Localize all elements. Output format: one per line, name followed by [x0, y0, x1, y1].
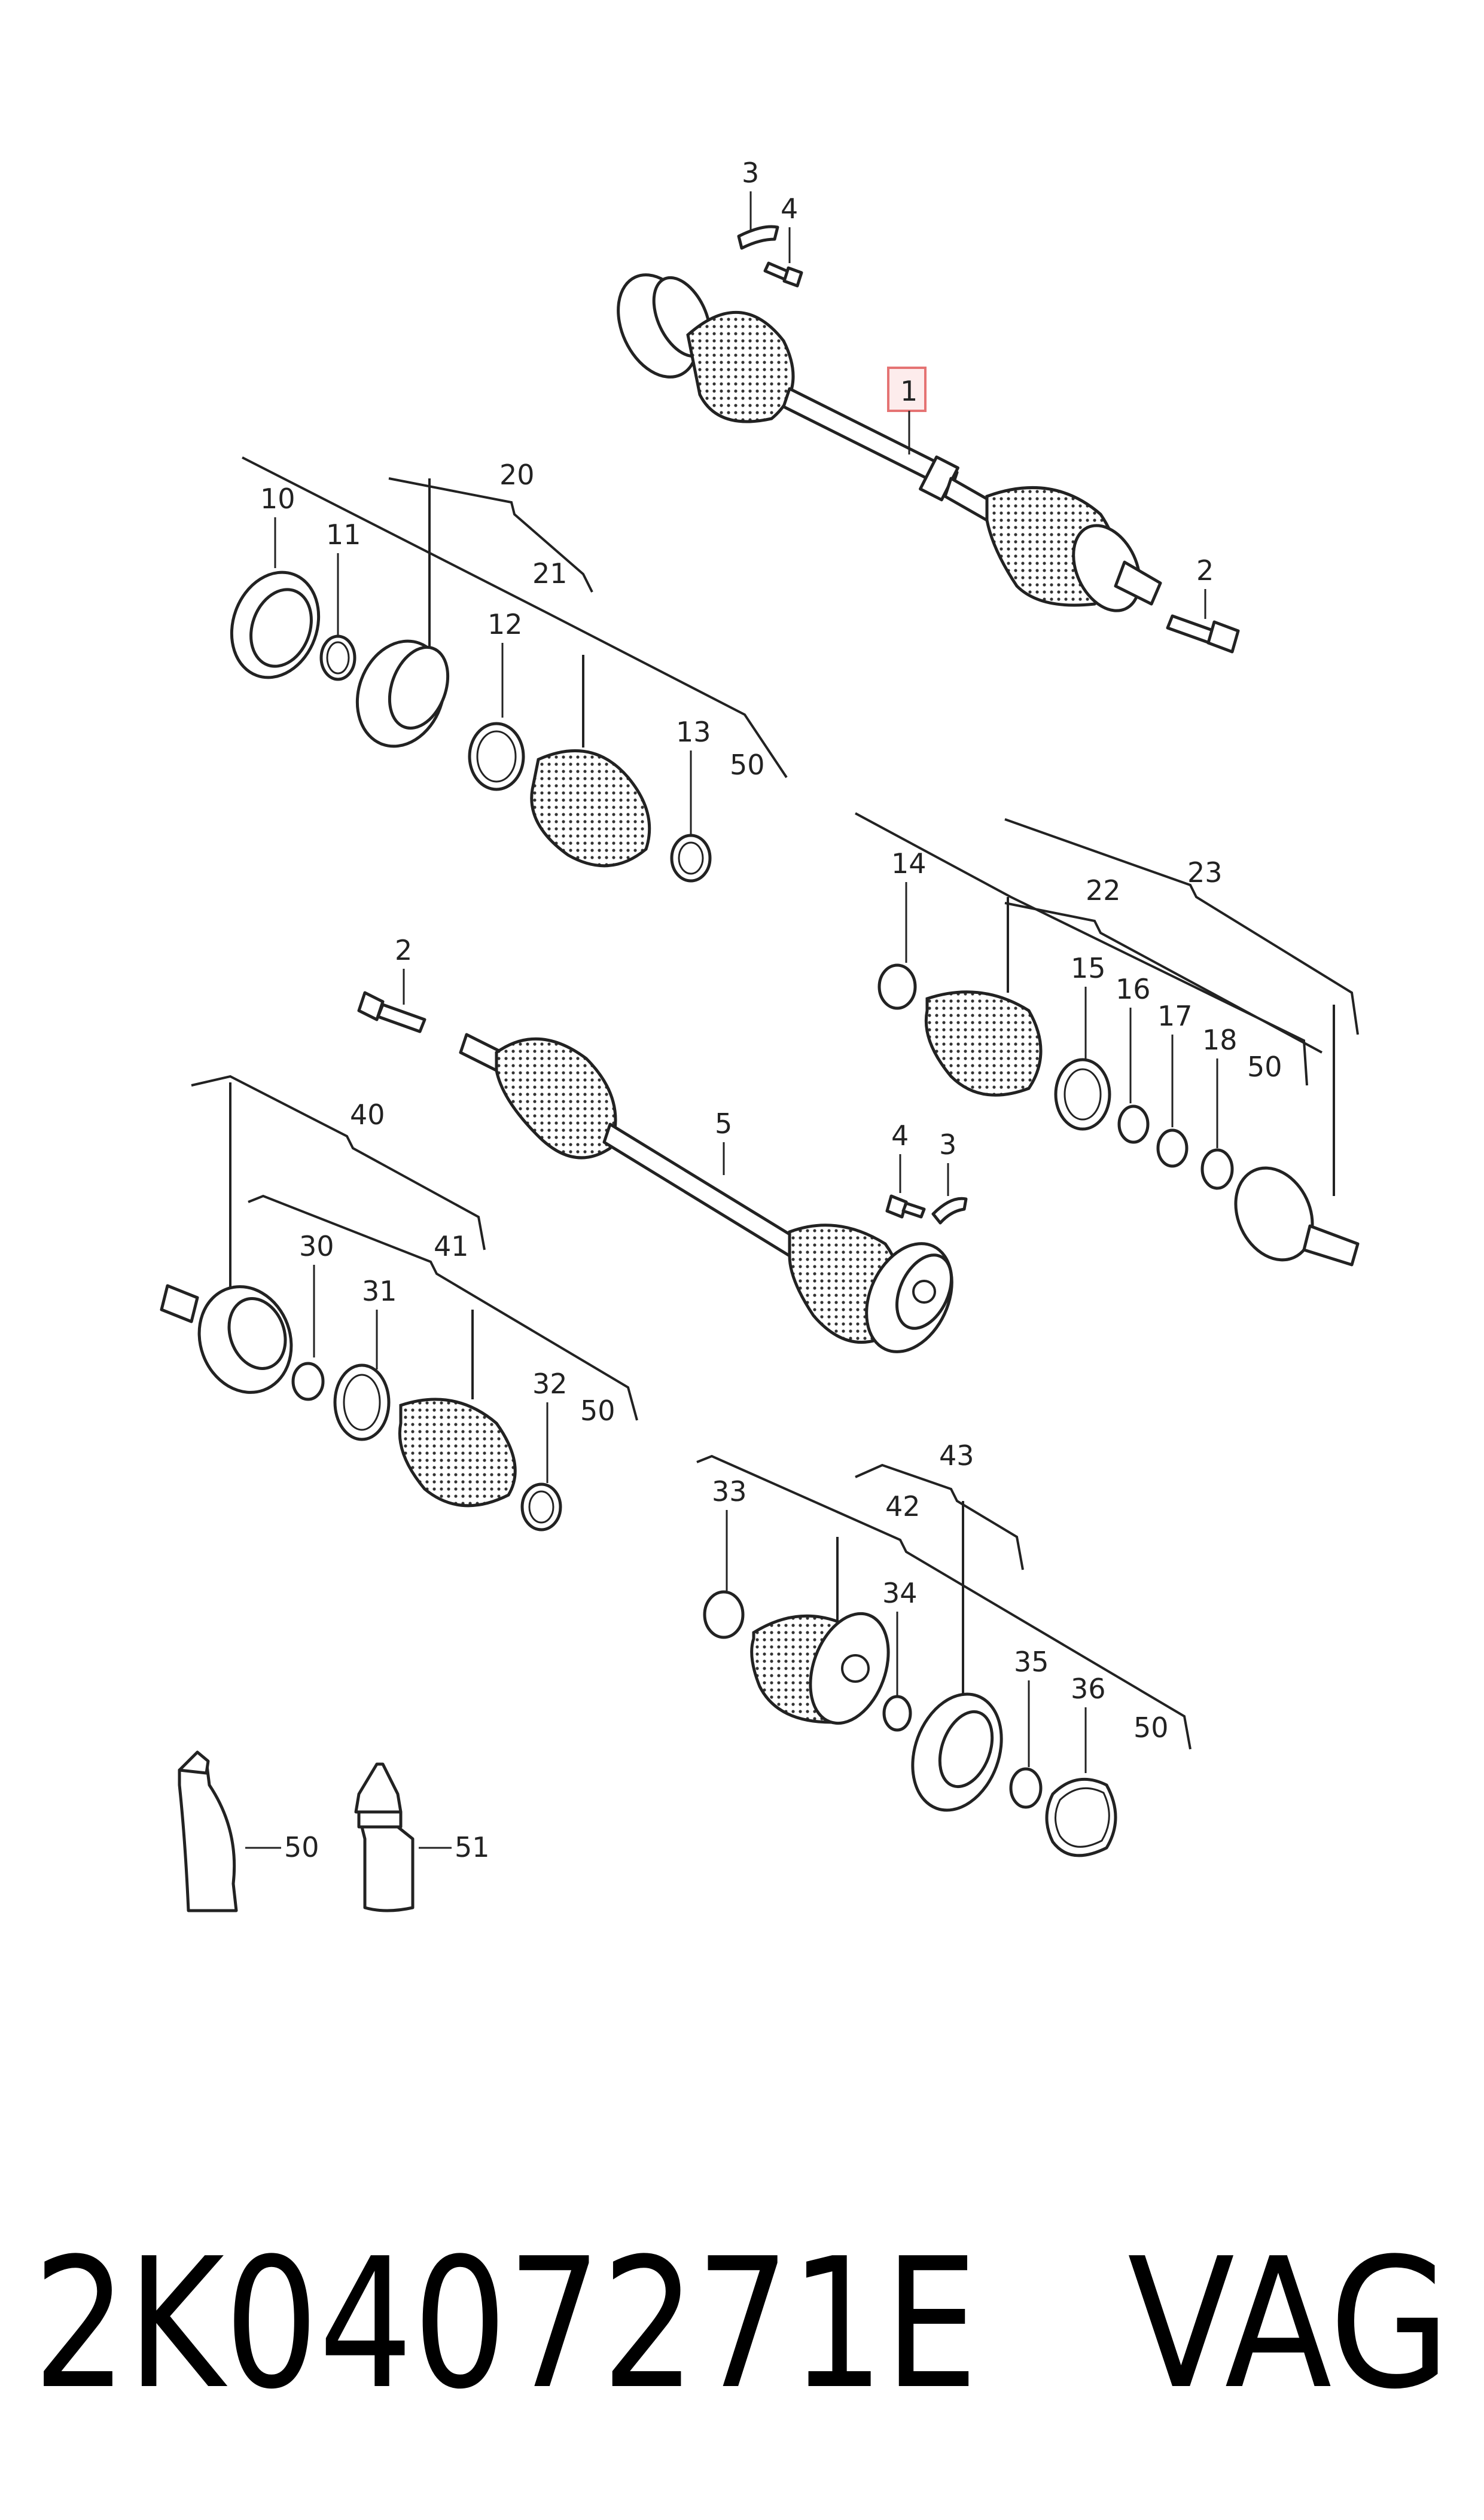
- bolt-4-top: [763, 261, 803, 288]
- label-3-middle: 3: [939, 1128, 956, 1161]
- lock-plate-3-middle: [931, 1197, 968, 1225]
- label-51: 51: [455, 1831, 490, 1863]
- label-50-g1: 50: [730, 749, 765, 781]
- label-4-top: 4: [781, 193, 798, 225]
- label-21: 21: [532, 557, 568, 590]
- label-18: 18: [1202, 1024, 1238, 1056]
- label-4-middle: 4: [891, 1119, 909, 1152]
- label-20: 20: [499, 459, 535, 491]
- bolt-2-top: [1166, 614, 1240, 654]
- callout-1-highlight: [887, 367, 927, 412]
- label-30: 30: [299, 1230, 334, 1262]
- label-42: 42: [885, 1490, 921, 1523]
- label-41: 41: [434, 1230, 469, 1262]
- label-33: 33: [712, 1475, 747, 1508]
- label-40: 40: [350, 1099, 385, 1131]
- drive-shaft-5: [459, 1033, 953, 1353]
- lock-plate-3-top: [737, 225, 779, 250]
- label-23: 23: [1187, 856, 1223, 889]
- label-12: 12: [487, 608, 523, 640]
- label-10: 10: [260, 483, 295, 515]
- label-50-g2: 50: [1247, 1051, 1282, 1083]
- label-50-g4: 50: [1133, 1711, 1169, 1744]
- label-34: 34: [882, 1577, 918, 1609]
- label-11: 11: [326, 518, 361, 551]
- group-40-41: [160, 1075, 638, 1531]
- label-43: 43: [939, 1439, 974, 1472]
- sealant-bottle-51: [354, 1762, 415, 1912]
- label-31: 31: [362, 1275, 397, 1307]
- grease-tube-50: [178, 1750, 238, 1912]
- label-16: 16: [1116, 973, 1151, 1005]
- group-20-21: [230, 456, 788, 883]
- label-1: 1: [900, 375, 918, 407]
- group-42-43: [696, 1454, 1192, 1857]
- label-32: 32: [532, 1368, 568, 1400]
- label-2-middle: 2: [395, 934, 412, 966]
- label-15: 15: [1071, 952, 1106, 984]
- bolt-4-middle: [885, 1194, 926, 1219]
- label-2-top: 2: [1196, 554, 1214, 587]
- label-50-g3: 50: [580, 1395, 615, 1427]
- drive-shaft-1: [617, 273, 1162, 612]
- label-36: 36: [1071, 1673, 1106, 1705]
- label-22: 22: [1086, 874, 1121, 907]
- group-22-23: [855, 812, 1360, 1267]
- brand: VAG: [1128, 2220, 1451, 2429]
- label-17: 17: [1157, 1000, 1193, 1032]
- label-3-top: 3: [742, 157, 759, 189]
- label-14: 14: [891, 847, 927, 880]
- bolt-2-middle: [357, 991, 426, 1033]
- label-13: 13: [676, 716, 711, 748]
- part-number: 2K0407271E: [33, 2220, 978, 2429]
- label-50-grease: 50: [284, 1831, 319, 1863]
- label-35: 35: [1014, 1646, 1049, 1678]
- label-5: 5: [715, 1108, 732, 1140]
